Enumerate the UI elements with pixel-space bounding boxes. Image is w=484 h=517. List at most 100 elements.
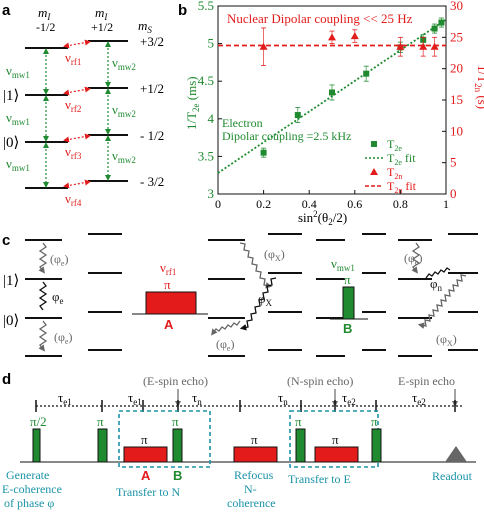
c1-phi-e-bottom: (φe)	[54, 330, 72, 346]
c3-wavy-gray-bottom	[211, 320, 241, 336]
x-tick-label: 0.6	[347, 197, 362, 211]
panel-a-label: a	[2, 2, 11, 19]
mI-left-header: mI	[38, 5, 51, 22]
c1-coherences	[38, 242, 48, 352]
mI-left-value: -1/2	[36, 20, 55, 34]
data-point-t2e	[329, 89, 335, 96]
data-point-t2e	[260, 149, 267, 156]
pulse-labels: π/2 π π π π π π π A B	[30, 414, 378, 483]
y-right-tick-label: 15	[450, 92, 463, 107]
n-spin-echo-annotation: (N-spin echo)	[287, 374, 353, 388]
panel-a: a mI -1/2 mI +1/2 mS +3/2 +1/2 - 1/2 - 3…	[2, 2, 164, 208]
plot-marks	[217, 17, 447, 174]
y-left-tick-label: 3	[208, 186, 215, 201]
rf3-label: νrf3	[65, 144, 82, 161]
electron-annotation-line2: Dipolar coupling =2.5 kHz	[222, 129, 351, 143]
e-spin-echo-annotation-2: E-spin echo	[398, 374, 455, 388]
pulse-pi-rf-refocus	[233, 446, 278, 463]
mI-right-value: +1/2	[91, 20, 113, 34]
x-tick-label: 0.2	[256, 197, 271, 211]
y-right-label: 1/T2n (s)	[473, 65, 484, 109]
c-mw1-label: νmw1	[331, 256, 355, 273]
c1-wavy-gray-top	[38, 242, 48, 274]
c3-wavy-black	[239, 277, 277, 331]
ket-0-c: |0⟩	[3, 313, 19, 329]
y-left-tick-label: 5	[208, 36, 215, 51]
c-mw-pulse-B	[342, 286, 355, 320]
readout-marker	[445, 446, 467, 462]
d-pulse-B-label: B	[173, 468, 182, 483]
c5-wavy-gray-top	[411, 242, 421, 274]
rf3-transition	[63, 133, 91, 143]
c-pulse-B-label: B	[343, 321, 352, 336]
y-left-tick-label: 3.5	[198, 148, 214, 163]
caption-readout: Readout	[432, 469, 473, 483]
nuclear-coupling-annotation: Nuclear Dipolar coupling << 25 Hz	[227, 11, 413, 26]
mw2-label-3: νmw2	[112, 148, 136, 165]
y-left-tick-label: 5.5	[198, 0, 214, 13]
legend-entry-t2n: T2n	[387, 165, 402, 181]
rf2-label: νrf2	[65, 97, 81, 114]
y-right-tick-label: 5	[450, 155, 457, 170]
c1-phi-e-top: (φe)	[50, 252, 68, 268]
timeline-ticks	[35, 400, 456, 412]
pi-label-3: π	[172, 414, 179, 429]
ket-0: |0⟩	[3, 135, 19, 151]
legend-entry-t2e-fit: T2e fit	[387, 151, 416, 167]
electron-annotation-line1: Electron	[222, 116, 263, 130]
y-right-tick-label: 25	[450, 29, 463, 44]
c-rf1-label: νrf1	[160, 260, 176, 277]
panel-b-label: b	[178, 2, 187, 19]
y-left-tick-label: 4.5	[198, 73, 214, 88]
pi-label-6: π	[332, 432, 339, 447]
c3-phi-e-bottom: (φe)	[216, 337, 234, 353]
data-point-t2e	[431, 25, 438, 32]
rf4-transition	[63, 179, 91, 189]
y-right-tick-label: 30	[450, 0, 463, 13]
data-point-t2e	[363, 70, 370, 77]
y-left-label: 1/T2e (ms)	[184, 76, 201, 130]
y-right-tick-label: 20	[450, 61, 463, 76]
c1-wavy-gray-bottom	[38, 320, 48, 352]
c-levels	[25, 233, 478, 357]
mI-right-header: mI	[95, 5, 108, 22]
y-left-tick-label: 4	[208, 111, 215, 126]
tau-n-2: τn	[278, 390, 288, 407]
c5-wavy-black	[425, 267, 451, 279]
mw1-label-2: νmw1	[6, 110, 30, 127]
c5-coherences	[411, 242, 467, 329]
x-tick-label: 0.4	[302, 197, 317, 211]
c5-wavy-gray-long	[417, 274, 467, 329]
c3-coherences	[211, 242, 277, 336]
pi-label-2: π	[141, 432, 148, 447]
transfer-to-n-box	[118, 410, 211, 468]
captions: Generate E-coherence of phase φ Transfer…	[2, 468, 473, 510]
legend-marker-t2n	[370, 168, 378, 175]
c5-phi-e-top: (φe)	[404, 251, 422, 267]
c3-phi-x-top: (φX)	[264, 247, 285, 263]
c-pulse-A-label: A	[164, 317, 174, 332]
pulse-pi-mw-4	[371, 428, 382, 463]
rf4-label: νrf4	[65, 191, 82, 208]
x-axis-label: sin2(θ2/2)	[298, 209, 347, 227]
caption-generate-3: of phase φ	[4, 496, 54, 510]
ms-value-3: - 1/2	[140, 128, 164, 143]
c-mw-pi: π	[344, 272, 351, 287]
pi-half-label: π/2	[30, 414, 47, 429]
tau-e1-2: τe1	[128, 390, 142, 407]
x-tick-label: 0.8	[393, 197, 408, 211]
c1-phi-e: φe	[52, 289, 64, 306]
data-point-t2n	[328, 33, 336, 41]
ms-value-4: - 3/2	[140, 174, 164, 189]
legend: T2e T2e fit T2n T2n fit	[365, 137, 417, 195]
pi-label-1: π	[97, 414, 104, 429]
pulse-pi-mw-B	[172, 428, 183, 463]
data-point-t2n	[350, 32, 359, 40]
pulses	[32, 428, 382, 463]
data-point-t2n	[419, 42, 428, 50]
d-pulse-A-label: A	[141, 468, 151, 483]
c3-wavy-gray-top	[239, 242, 273, 289]
x-tick-label: 1	[443, 197, 449, 211]
mw2-label-1: νmw2	[112, 55, 136, 72]
